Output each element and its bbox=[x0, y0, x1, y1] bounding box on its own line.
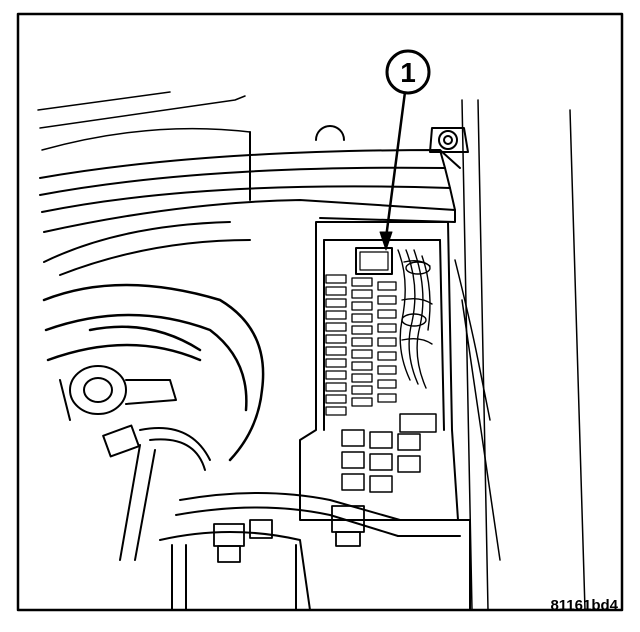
brake-booster bbox=[42, 283, 265, 462]
filler-cap bbox=[315, 125, 345, 141]
fuse-box bbox=[299, 221, 459, 521]
bolt bbox=[429, 127, 469, 153]
bottom-connectors bbox=[213, 505, 365, 563]
hood-lines bbox=[37, 91, 251, 151]
hose-connector bbox=[102, 424, 211, 561]
fender-edge bbox=[454, 99, 586, 611]
fuse-column-left bbox=[325, 274, 347, 416]
cowl-crossmember bbox=[39, 131, 461, 276]
relay-blocks bbox=[341, 413, 437, 493]
callout-circle bbox=[385, 49, 431, 95]
callout-number: 1 bbox=[400, 57, 416, 88]
fuse-column-right bbox=[377, 281, 397, 403]
master-cylinder bbox=[59, 365, 177, 421]
wiring-harness bbox=[397, 249, 433, 389]
callout-leader bbox=[379, 90, 407, 251]
fuse-column-middle bbox=[351, 277, 373, 407]
figure-border bbox=[16, 12, 624, 612]
lower-bracket bbox=[159, 492, 471, 611]
figure-id: 81161bd4 bbox=[550, 597, 618, 614]
